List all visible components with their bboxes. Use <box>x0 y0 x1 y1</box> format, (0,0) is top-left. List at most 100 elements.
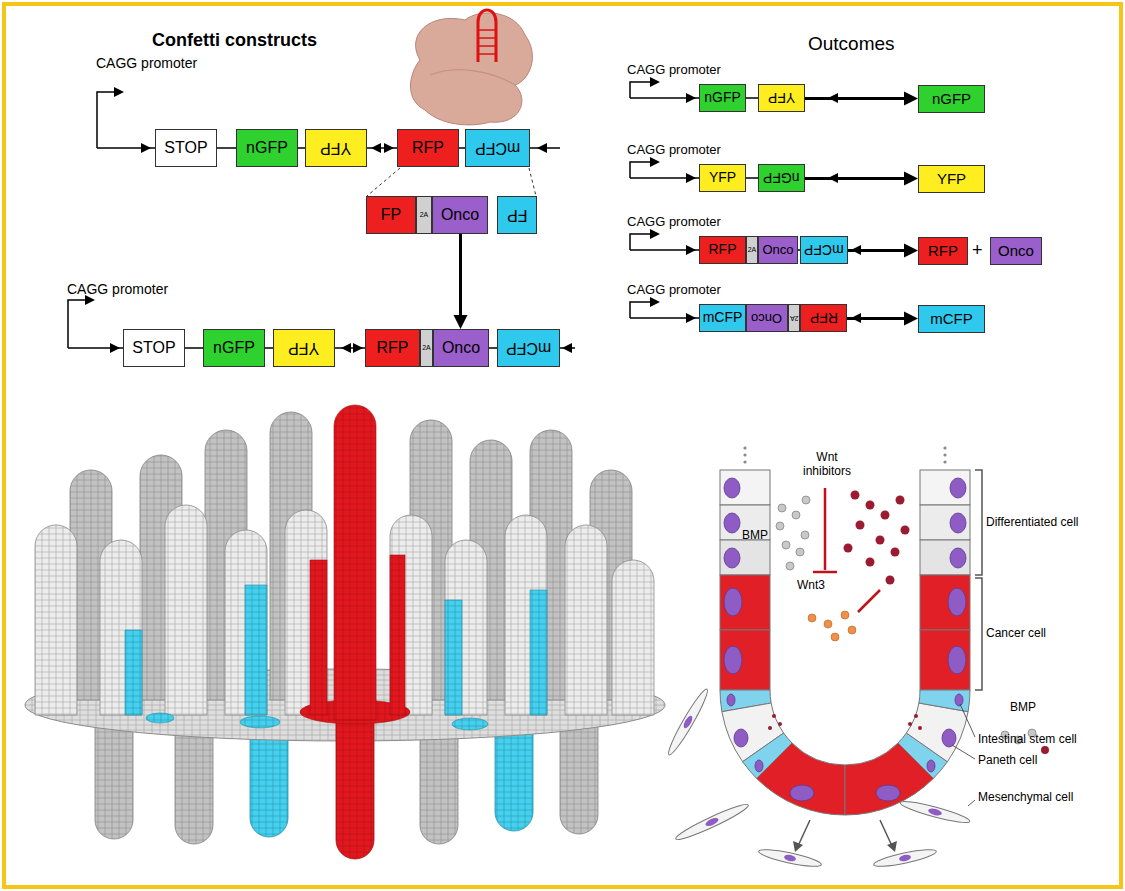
box-label: STOP <box>132 339 175 357</box>
crypt-diagram <box>876 536 885 545</box>
box-label: 2A <box>420 211 429 219</box>
box-label: nGFP <box>246 139 288 157</box>
crypt-diagram <box>743 460 746 463</box>
crypt-diagram <box>943 460 946 463</box>
crypt-diagram <box>790 785 814 801</box>
box-label: 2A <box>422 344 431 352</box>
crypt-diagram <box>793 841 897 852</box>
promoter-arrowheads <box>650 297 660 307</box>
box-label: mCFP <box>804 242 844 257</box>
crypt-diagram <box>918 726 922 730</box>
box-label: YFP <box>709 170 736 185</box>
crypt-diagram <box>952 745 975 759</box>
intestine-3d <box>390 555 405 715</box>
gene-box: YFP <box>305 129 367 167</box>
connector-line <box>805 177 906 180</box>
intestine-3d <box>285 510 327 715</box>
gene-box: mCFP <box>800 236 848 264</box>
zoom-lines <box>529 168 536 196</box>
crypt-diagram <box>755 760 763 772</box>
crypt-diagram <box>975 578 982 690</box>
crypt-diagram <box>792 511 800 519</box>
gene-box: 2A <box>420 329 433 367</box>
box-label: nGFP <box>213 339 255 357</box>
dna-backbone <box>68 300 87 348</box>
box-label: Onco <box>442 339 480 357</box>
crypt-diagram <box>920 630 970 690</box>
crypt-diagram <box>866 501 875 510</box>
box-label: YFP <box>320 139 351 157</box>
crypt-diagram <box>793 841 803 852</box>
crypt-diagram <box>682 714 943 862</box>
crypt-diagram <box>782 541 790 549</box>
crypt-diagram <box>975 470 982 575</box>
ribosome <box>478 30 496 54</box>
crypt-diagram <box>844 544 853 553</box>
crypt-diagram <box>952 704 975 806</box>
gene-box: RFP <box>699 236 746 264</box>
crypt-diagram <box>724 513 740 533</box>
crypt-diagram <box>776 496 1036 744</box>
arrowhead <box>904 92 918 106</box>
crypt-diagram <box>908 722 912 726</box>
gene-box: nGFP <box>918 85 985 113</box>
intestine-3d <box>452 718 488 730</box>
crypt-diagram <box>920 540 970 575</box>
crypt-diagram <box>724 478 740 498</box>
box-label: mCFP <box>506 339 551 357</box>
figure-label: Outcomes <box>808 33 895 56</box>
box-label: mCFP <box>930 311 973 328</box>
gene-box: RFP <box>397 129 459 167</box>
figure-title: Confetti constructs <box>152 30 317 52</box>
crypt-diagram <box>950 548 966 568</box>
crypt-diagram <box>727 694 735 706</box>
crypt-diagram <box>873 846 938 869</box>
crypt-diagram <box>802 496 810 504</box>
loxp-sites <box>537 143 547 153</box>
gene-box: Onco <box>990 237 1042 265</box>
gene-box: nGFP <box>236 129 298 167</box>
crypt-diagram <box>920 575 970 630</box>
loxp-sites <box>686 173 696 183</box>
gene-box: YFP <box>918 165 985 193</box>
crypt-diagram <box>848 626 856 634</box>
figure-label: Mesenchymal cell <box>978 790 1073 804</box>
crypt-diagram <box>955 694 963 706</box>
crypt-diagram <box>1041 746 1049 754</box>
figure-label: Wnt3 <box>797 578 825 592</box>
arrowhead <box>904 312 918 326</box>
crypt-diagram <box>798 470 982 846</box>
figure-label: Wnt inhibitors <box>795 450 859 479</box>
gene-box: nGFP <box>699 84 746 112</box>
figure-label: CAGG promoter <box>627 62 721 78</box>
arrowhead <box>904 244 918 258</box>
arrow-connector <box>848 244 918 258</box>
intestine-3d <box>165 505 207 715</box>
gene-box: nGFP <box>203 329 265 367</box>
gene-box: YFP <box>758 84 805 112</box>
promoter-arrowheads <box>85 77 660 307</box>
crypt-diagram <box>734 729 748 747</box>
crypt-diagram <box>808 614 816 622</box>
crypt-diagram <box>743 453 746 456</box>
figure-label: Intestinal stem cell <box>978 732 1077 746</box>
loxp-sites <box>141 143 151 153</box>
crypt-diagram <box>778 504 786 512</box>
crypt-diagram <box>743 446 946 463</box>
figure-label: CAGG promoter <box>96 55 197 72</box>
box-label: Onco <box>751 311 782 325</box>
gene-box: FP <box>497 196 537 234</box>
crypt-diagram <box>757 743 845 815</box>
figure-label: BMP <box>1010 700 1036 714</box>
figure-label: CAGG promoter <box>627 282 721 298</box>
crypt-diagram <box>813 571 837 574</box>
loxp-sites <box>686 245 696 255</box>
box-label: mCFP <box>703 310 743 325</box>
crypt-diagram <box>798 820 810 846</box>
loxp-sites <box>686 313 696 323</box>
box-label: 2A <box>748 246 757 254</box>
arrow-connector <box>805 92 918 106</box>
intestine-3d <box>300 405 410 724</box>
promoter-arrowheads <box>114 87 124 97</box>
crypt-diagram <box>758 846 823 869</box>
